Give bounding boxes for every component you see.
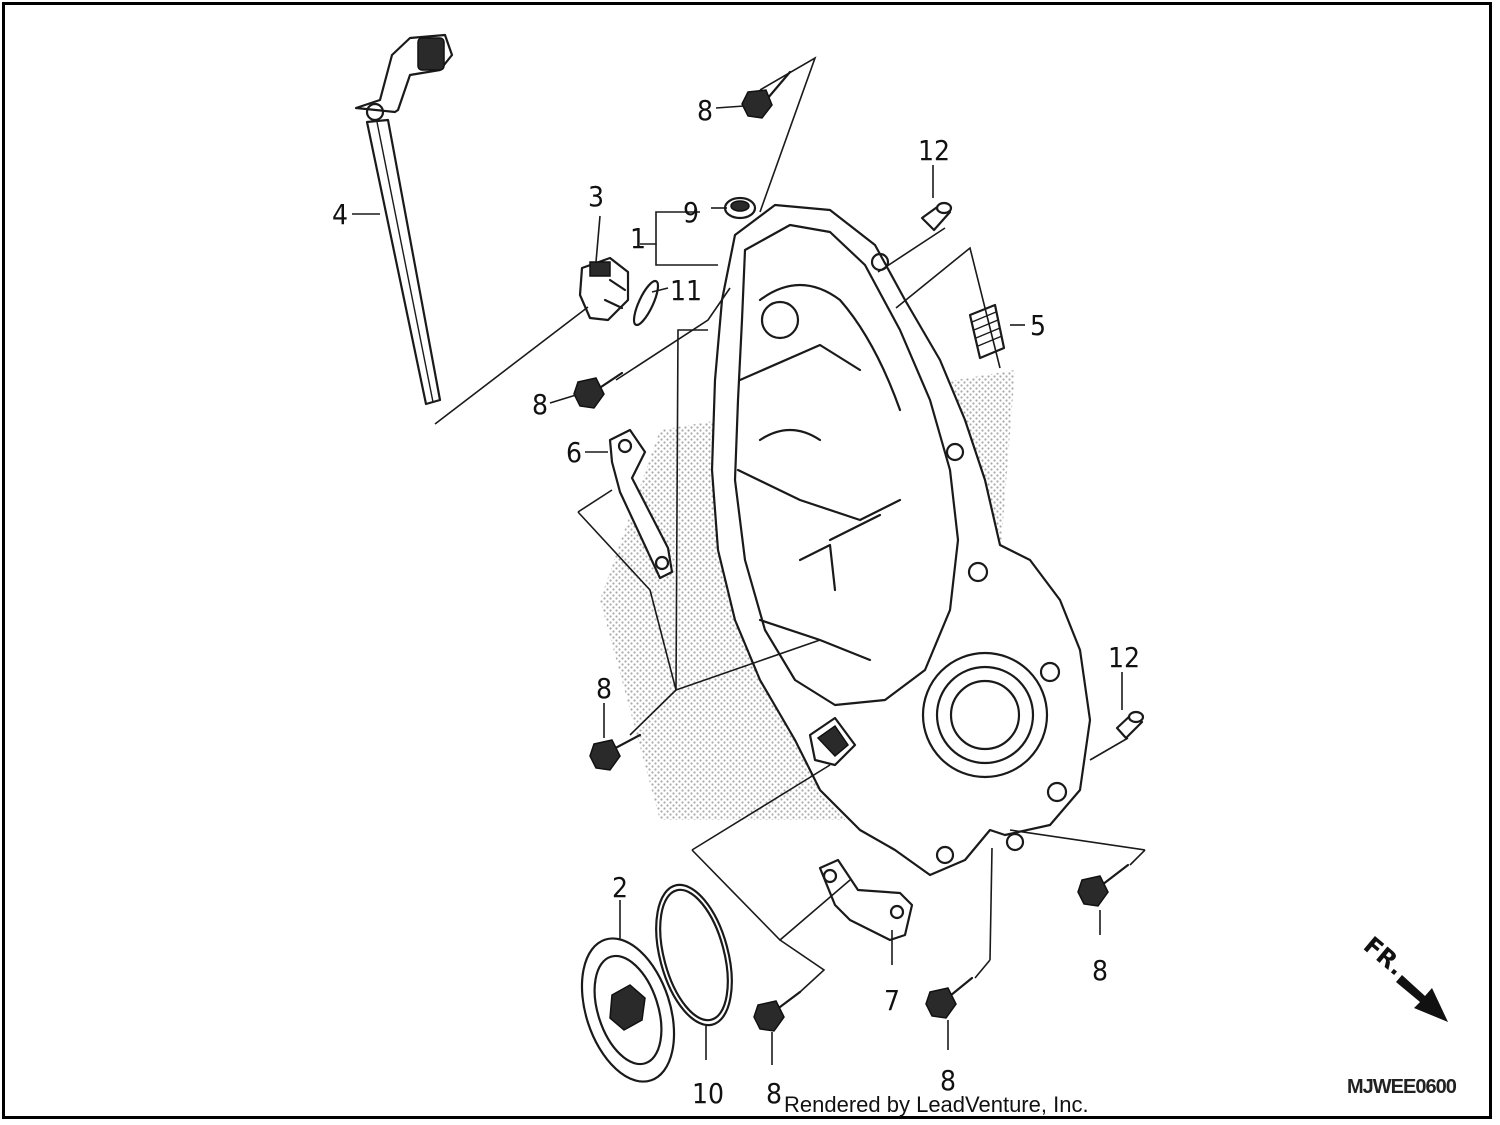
dowel-pin-lower[interactable]: [1115, 710, 1145, 740]
bolt-8b[interactable]: [573, 371, 624, 409]
callout-8b: 8: [532, 388, 548, 421]
bolt-8e[interactable]: [925, 976, 974, 1019]
callout-6: 6: [566, 436, 582, 469]
callout-10: 10: [692, 1077, 724, 1110]
callout-2: 2: [612, 871, 628, 904]
callout-12a: 12: [918, 134, 950, 167]
callout-8a: 8: [697, 94, 713, 127]
bolt-8c[interactable]: [589, 733, 642, 771]
callout-7: 7: [884, 984, 900, 1017]
callout-8e: 8: [940, 1064, 956, 1097]
crankcase-cover[interactable]: [710, 203, 1092, 877]
oil-seal[interactable]: [723, 196, 757, 220]
callout-8c: 8: [596, 672, 612, 705]
leader-lines: [352, 56, 1146, 1065]
callout-12b: 12: [1108, 641, 1140, 674]
o-ring-small[interactable]: [630, 278, 663, 327]
bolt-8a[interactable]: [741, 70, 792, 119]
arrow-icon: [1396, 975, 1448, 1022]
callout-labels: 1 2 3 4 5 6 7 8 8 8 8 8 8 9 10 11 12 12: [332, 94, 1140, 1110]
clutch-cap[interactable]: [565, 927, 691, 1094]
dowel-pin-upper[interactable]: [920, 201, 953, 232]
front-direction-arrow: FR.: [1358, 931, 1448, 1022]
bolt-8f[interactable]: [753, 990, 802, 1032]
shift-rod[interactable]: [354, 33, 454, 406]
bolt-8d[interactable]: [1077, 863, 1130, 907]
callout-5: 5: [1030, 309, 1046, 342]
gear-switch[interactable]: [578, 256, 630, 322]
callout-3: 3: [588, 180, 604, 213]
callout-8f: 8: [766, 1077, 782, 1110]
o-ring-large[interactable]: [643, 877, 746, 1034]
callout-8d: 8: [1092, 954, 1108, 987]
callout-9: 9: [683, 196, 699, 229]
bracket-lower[interactable]: [818, 858, 914, 942]
fr-label: FR.: [1358, 931, 1410, 981]
reference-code: MJWEE0600: [1347, 1076, 1457, 1098]
callout-4: 4: [332, 198, 348, 231]
callout-11: 11: [670, 274, 702, 307]
spring[interactable]: [968, 303, 1006, 360]
callout-1: 1: [630, 222, 646, 255]
bracket-upper[interactable]: [608, 428, 674, 580]
render-credit: Rendered by LeadVenture, Inc.: [784, 1092, 1089, 1117]
